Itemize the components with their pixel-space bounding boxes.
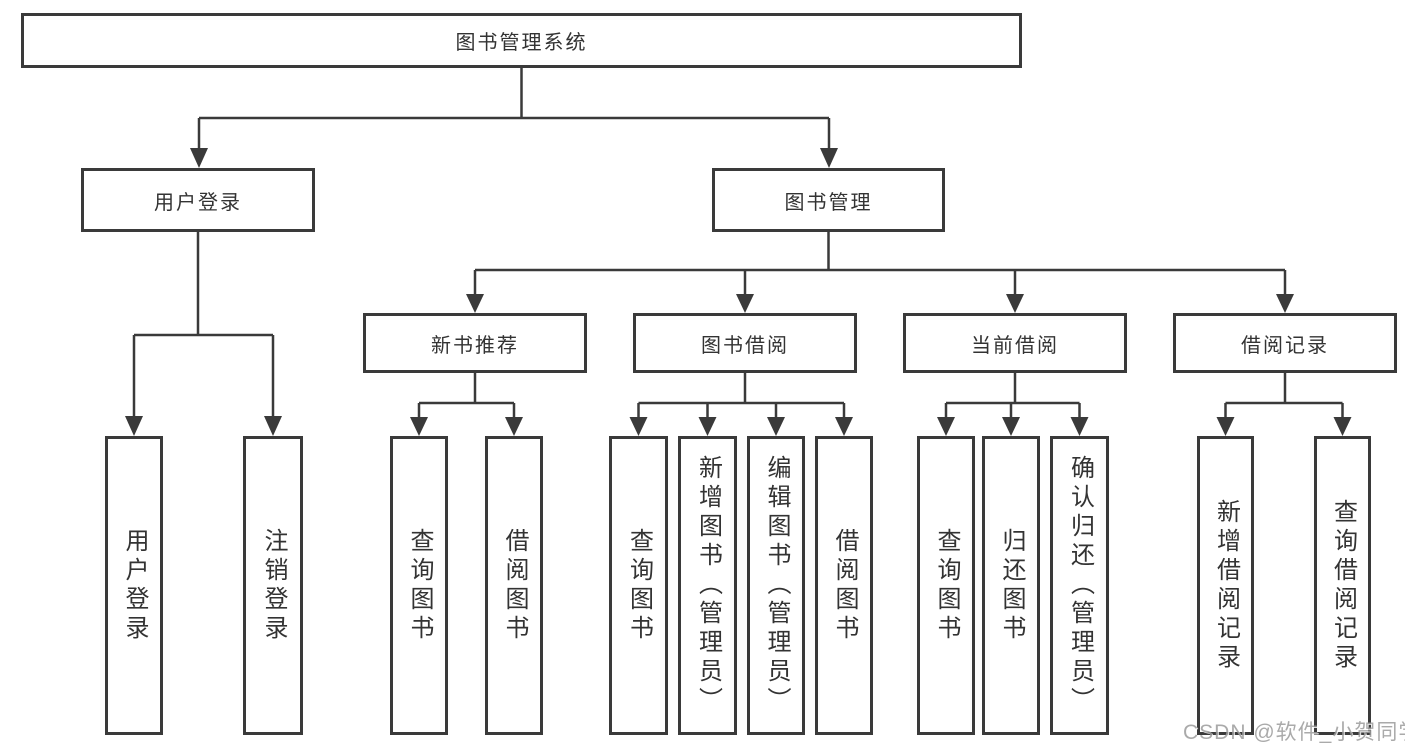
leaf-query-books-newrec-label: 查询图书 [406,527,433,644]
leaf-add-borrow-record: 新增借阅记录 [1197,436,1254,735]
leaf-return-books: 归还图书 [982,436,1040,735]
node-book-borrowing: 图书借阅 [633,313,857,373]
leaf-borrow-books-newrec-label: 借阅图书 [501,527,528,644]
connector-user-login-to-leaves [125,232,282,436]
leaf-query-books-newrec: 查询图书 [390,436,448,735]
connector-borrowing-records-to-leaves [1216,373,1352,436]
leaf-edit-books-admin: 编辑图书（管理员） [747,436,805,735]
leaf-query-borrow-record-label: 查询借阅记录 [1329,498,1357,673]
node-new-book-recommendation-label: 新书推荐 [431,334,519,357]
leaf-confirm-return-admin-label: 确认归还（管理员） [1066,455,1094,716]
node-book-management: 图书管理 [712,168,945,232]
connector-current-borrowing-to-leaves [937,373,1089,436]
node-root-label: 图书管理系统 [455,32,588,54]
connector-root-to-level2 [190,68,838,168]
leaf-return-books-label: 归还图书 [998,527,1025,644]
connector-book-borrowing-to-leaves [629,373,853,436]
node-borrowing-records-label: 借阅记录 [1241,334,1329,357]
node-user-login-label: 用户登录 [154,191,242,214]
connector-book-management-to-level3 [466,232,1294,313]
node-new-book-recommendation: 新书推荐 [363,313,587,373]
leaf-add-books-admin-label: 新增图书（管理员） [694,455,722,716]
leaf-borrow-books-borrowing: 借阅图书 [815,436,873,735]
node-book-management-label: 图书管理 [784,191,873,214]
connector-new-book-rec-to-leaves [410,373,523,436]
leaf-borrow-books-newrec: 借阅图书 [485,436,543,735]
leaf-query-books-current-label: 查询图书 [933,527,960,644]
leaf-query-borrow-record: 查询借阅记录 [1314,436,1371,735]
leaf-logout-login-label: 注销登录 [260,527,287,644]
leaf-user-login-label: 用户登录 [121,527,148,644]
node-user-login: 用户登录 [81,168,315,232]
node-borrowing-records: 借阅记录 [1173,313,1397,373]
node-current-borrowing-label: 当前借阅 [971,334,1059,357]
leaf-logout-login: 注销登录 [243,436,303,735]
leaf-borrow-books-borrowing-label: 借阅图书 [831,527,858,644]
node-root: 图书管理系统 [21,13,1022,68]
leaf-add-borrow-record-label: 新增借阅记录 [1212,498,1240,673]
leaf-add-books-admin: 新增图书（管理员） [678,436,737,735]
leaf-query-books-borrowing: 查询图书 [609,436,668,735]
leaf-confirm-return-admin: 确认归还（管理员） [1050,436,1109,735]
leaf-query-books-current: 查询图书 [917,436,975,735]
node-current-borrowing: 当前借阅 [903,313,1127,373]
leaf-edit-books-admin-label: 编辑图书（管理员） [763,455,790,716]
node-book-borrowing-label: 图书借阅 [701,334,789,357]
leaf-user-login: 用户登录 [105,436,163,735]
leaf-query-books-borrowing-label: 查询图书 [625,527,653,644]
